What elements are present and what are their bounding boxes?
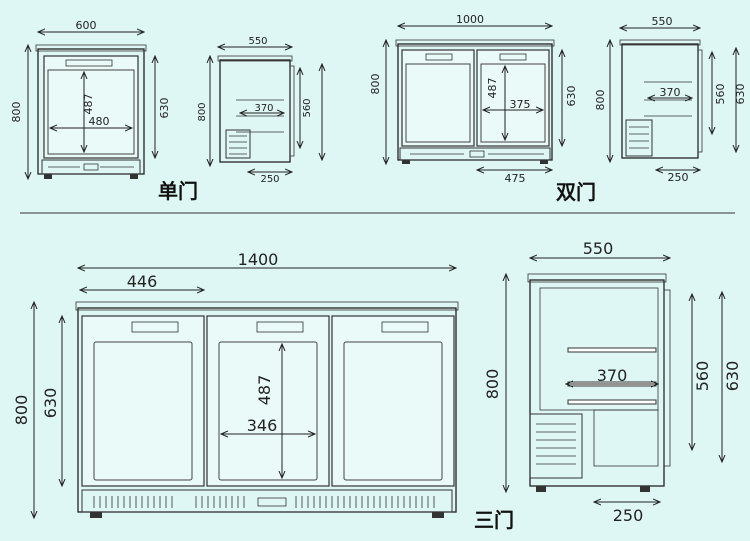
compressor-grille-icon: [529, 413, 583, 479]
triple-side-depth-label: 550: [583, 239, 614, 258]
door-handle-icon: [381, 321, 429, 333]
single-door-side-view: 550 800 370 560 250: [197, 36, 322, 185]
double-front-inner-height-label: 487: [486, 78, 499, 99]
triple-door-side-view: 550 800 370 560 630 250: [483, 239, 742, 525]
single-side-height-label: 800: [197, 102, 208, 121]
triple-front-door-width-label: 446: [127, 272, 158, 291]
triple-front-height-label: 800: [12, 395, 31, 426]
door-handle-icon: [499, 53, 527, 61]
double-side-depth-label: 550: [652, 15, 673, 28]
triple-side-base-label: 250: [613, 506, 644, 525]
double-door-side-view: 550 800 370 560 630 250: [594, 15, 747, 184]
single-side-depth-label: 550: [248, 36, 267, 47]
single-front-width-label: 600: [76, 19, 97, 32]
triple-door-caption: 三门: [474, 508, 514, 532]
double-side-door-height-label: 630: [734, 84, 747, 105]
double-side-inner-label: 560: [714, 84, 727, 105]
triple-side-shelf-label: 370: [597, 366, 628, 385]
single-front-inner-height-label: 487: [82, 94, 95, 115]
triple-front-inner-width-label: 346: [247, 416, 278, 435]
single-side-shelf-label: 370: [254, 103, 273, 114]
single-door-front-view: 600 800 630 487 480: [10, 19, 171, 179]
compressor-grille-icon: [625, 119, 653, 157]
compressor-grille-icon: [225, 129, 251, 159]
single-front-height-label: 800: [10, 102, 23, 123]
double-front-door-height-label: 630: [565, 86, 578, 107]
triple-front-width-label: 1400: [238, 250, 279, 269]
double-front-inner-width-label: 375: [510, 98, 531, 111]
triple-side-inner-label: 560: [693, 361, 712, 392]
door-handle-icon: [65, 59, 113, 67]
door-handle-icon: [131, 321, 179, 333]
single-front-door-height-label: 630: [158, 98, 171, 119]
double-front-base-label: 475: [505, 172, 526, 185]
door-handle-icon: [256, 321, 304, 333]
single-door-caption: 单门: [158, 179, 198, 203]
door-handle-icon: [425, 53, 453, 61]
triple-front-door-height-label: 630: [41, 388, 60, 419]
triple-side-height-label: 800: [483, 369, 502, 400]
double-door-front-view: 1000 800 630 487 375 475: [369, 13, 578, 185]
single-side-base-label: 250: [260, 174, 279, 185]
double-side-base-label: 250: [668, 171, 689, 184]
double-door-caption: 双门: [556, 180, 596, 204]
single-side-inner-label: 560: [302, 98, 313, 117]
single-front-inner-width-label: 480: [89, 115, 110, 128]
triple-side-door-height-label: 630: [723, 361, 742, 392]
double-side-height-label: 800: [594, 90, 607, 111]
double-side-shelf-label: 370: [660, 86, 681, 99]
double-front-width-label: 1000: [456, 13, 484, 26]
triple-front-inner-height-label: 487: [255, 375, 274, 406]
triple-door-front-view: 1400 446 800 630 487 346: [12, 250, 459, 518]
double-front-height-label: 800: [369, 74, 382, 95]
